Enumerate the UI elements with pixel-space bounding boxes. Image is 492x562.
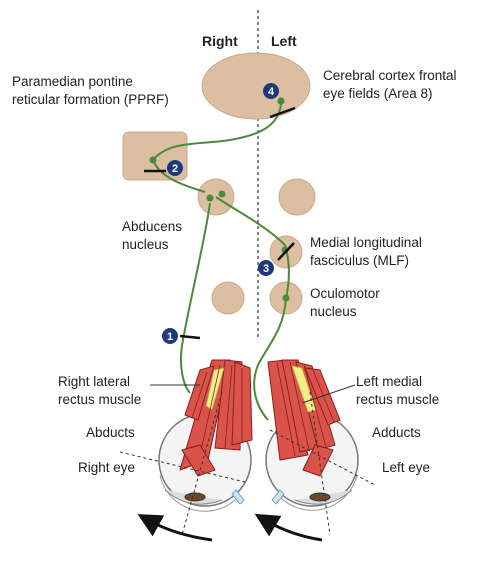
synapse-dot	[218, 190, 226, 198]
lesion-mark-4	[269, 106, 296, 119]
label-mlf: Medial longitudinal fasciculus (MLF)	[310, 235, 426, 268]
cortex-to-pprf-pathway	[152, 100, 282, 161]
label-right-eye: Right eye	[78, 460, 135, 475]
right-eye-oblique-muscle	[181, 444, 216, 477]
synapse-dot	[277, 97, 285, 105]
right-oculomotor-nucleus	[211, 281, 245, 315]
svg-text:2: 2	[172, 163, 178, 175]
label-pprf: Paramedian pontine reticular formation (…	[12, 74, 169, 107]
right-eye-illustration	[158, 359, 253, 512]
badge-3: 3	[258, 260, 274, 276]
left-abducens-nucleus	[278, 178, 316, 216]
synapse-dot	[282, 294, 290, 302]
left-eye-axis-line	[269, 429, 376, 486]
left-eye-rotation-arrow	[254, 513, 323, 542]
synapse-dot	[206, 194, 214, 202]
label-cerebral-cortex: Cerebral cortex frontal eye fields (Area…	[323, 68, 460, 101]
label-right-lateral-rectus: Right lateral rectus muscle	[58, 374, 141, 407]
svg-text:3: 3	[263, 263, 269, 275]
label-abducts: Abducts	[86, 425, 135, 440]
header-left: Left	[271, 33, 297, 49]
left-eye-illustration	[265, 359, 359, 511]
lesion-mark-1	[179, 334, 201, 340]
header-right: Right	[202, 33, 238, 49]
pprf-to-abducens-pathway	[152, 159, 206, 193]
label-left-medial-rectus: Left medial rectus muscle	[356, 374, 439, 407]
abducens-to-mlf-pathway	[215, 196, 286, 246]
left-eye-vertical-axis	[309, 391, 331, 536]
right-eye-muscle-4	[184, 365, 215, 421]
label-oculomotor-nucleus: Oculomotor nucleus	[310, 286, 384, 319]
abducens-to-lateral-rectus-nerve	[180, 202, 211, 394]
synapse-dot	[149, 156, 157, 164]
svg-text:1: 1	[167, 331, 173, 343]
label-abducens-nucleus: Abducens nucleus	[122, 219, 186, 252]
label-adducts: Adducts	[372, 425, 421, 440]
leader-left-medial-rectus	[301, 384, 356, 404]
left-eye-oblique-muscle	[302, 444, 334, 477]
badge-1: 1	[162, 328, 178, 344]
label-left-eye: Left eye	[382, 460, 430, 475]
badge-4: 4	[263, 83, 279, 99]
svg-text:4: 4	[268, 86, 275, 98]
right-eye-vertical-axis	[181, 391, 223, 536]
badge-2: 2	[167, 160, 183, 176]
lesion-mark-3	[277, 242, 295, 261]
oculomotor-to-medial-rectus-nerve	[253, 297, 287, 421]
right-eye-rotation-arrow	[137, 514, 213, 542]
